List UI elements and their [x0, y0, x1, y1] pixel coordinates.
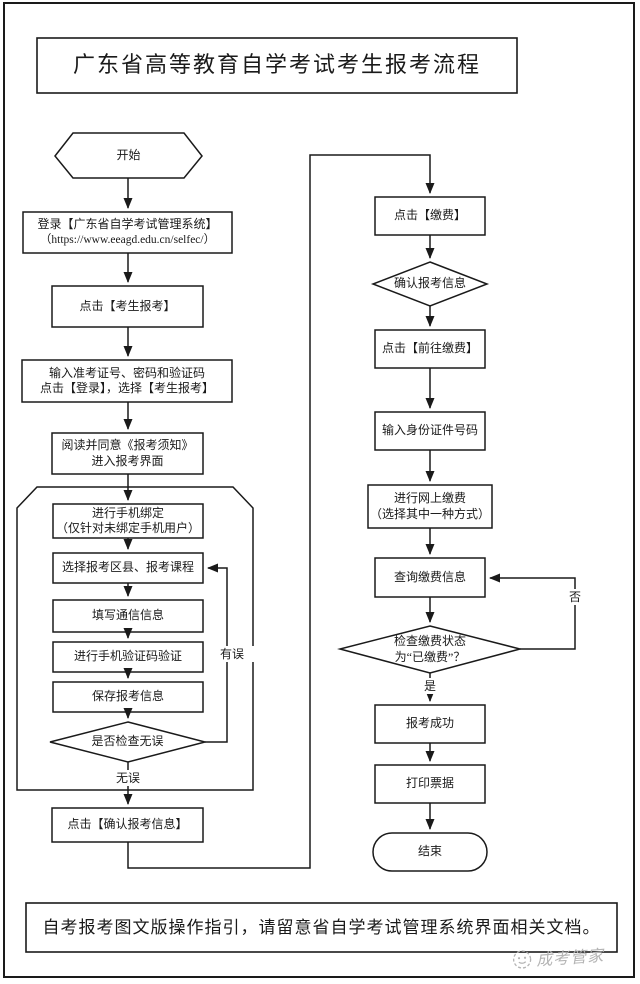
confirm-info-node: 点击【确认报考信息】 [67, 817, 188, 832]
end-terminator-shape [372, 832, 488, 872]
fill-info-node: 填写通信信息 [91, 608, 164, 623]
click-pay-box-shape [374, 196, 486, 236]
note-box-shape [25, 902, 618, 953]
query-pay-box-shape [374, 557, 486, 598]
label-has-error: 有误 [210, 646, 254, 662]
print-box-shape [374, 764, 486, 804]
go-pay-node: 点击【前往缴费】 [381, 341, 478, 356]
save-info-box-shape [52, 681, 204, 713]
fill-info-box-shape [52, 599, 204, 633]
footer-note: 自考报考图文版操作指引，请留意省自学考试管理系统界面相关文档。 [42, 917, 601, 937]
success-box-shape [374, 704, 486, 744]
page-title: 广东省高等教育自学考试考生报考流程 [37, 38, 517, 93]
bind-phone-node: 进行手机绑定 （仅针对未绑定手机用户） [55, 505, 200, 535]
input-credentials-box-shape [21, 359, 233, 403]
connector-confirm-to-pay [127, 154, 435, 869]
select-area-node: 选择报考区县、报考课程 [61, 560, 194, 575]
click-register-node: 点击【考生报考】 [79, 298, 176, 313]
confirm-register-decision: 确认报考信息 [393, 276, 466, 291]
page-border [3, 2, 635, 978]
click-pay-node: 点击【缴费】 [393, 208, 466, 223]
click-register-box-shape [51, 285, 204, 328]
select-area-box-shape [52, 552, 204, 584]
read-notice-box-shape [51, 432, 204, 475]
connector-no-loop [489, 573, 576, 650]
verify-code-node: 进行手机验证码验证 [73, 649, 182, 664]
label-no: 否 [563, 589, 587, 605]
end-node: 结束 [417, 844, 442, 859]
watermark: 成考管家 [511, 937, 633, 975]
success-node: 报考成功 [405, 716, 454, 731]
online-pay-node: 进行网上缴费 （选择其中一种方式） [369, 491, 490, 521]
query-pay-node: 查询缴费信息 [393, 569, 466, 584]
loop-container-shape [16, 486, 254, 791]
label-yes: 是 [418, 678, 442, 694]
watermark-face-icon [512, 950, 532, 969]
print-node: 打印票据 [405, 776, 454, 791]
save-info-node: 保存报考信息 [91, 689, 164, 704]
label-no-error: 无误 [102, 770, 154, 786]
check-ok-decision: 是否检查无误 [91, 734, 164, 749]
login-url: （https://www.eeagd.edu.cn/selfec/） [39, 233, 216, 246]
bind-phone-box-shape [52, 503, 204, 539]
id-number-node: 输入身份证件号码 [381, 423, 478, 438]
start-node: 开始 [116, 147, 141, 162]
start-hexagon-shape [54, 132, 203, 179]
go-pay-box-shape [374, 329, 486, 369]
verify-code-box-shape [52, 641, 204, 673]
title-box-shape [36, 37, 518, 94]
input-credentials-node: 输入准考证号、密码和验证码 点击【登录】，选择【考生报考】 [39, 365, 214, 395]
login-node: 登录【广东省自学考试管理系统】 （https://www.eeagd.edu.c… [37, 217, 218, 246]
watermark-text: 成考管家 [535, 947, 605, 970]
read-notice-node: 阅读并同意《报考须知》 进入报考界面 [61, 438, 194, 468]
page-title-text: 广东省高等教育自学考试考生报考流程 [72, 52, 481, 78]
confirm-info-box-shape [51, 807, 204, 843]
pay-status-decision: 检查缴费状态 为“已缴费”？ [393, 634, 466, 664]
